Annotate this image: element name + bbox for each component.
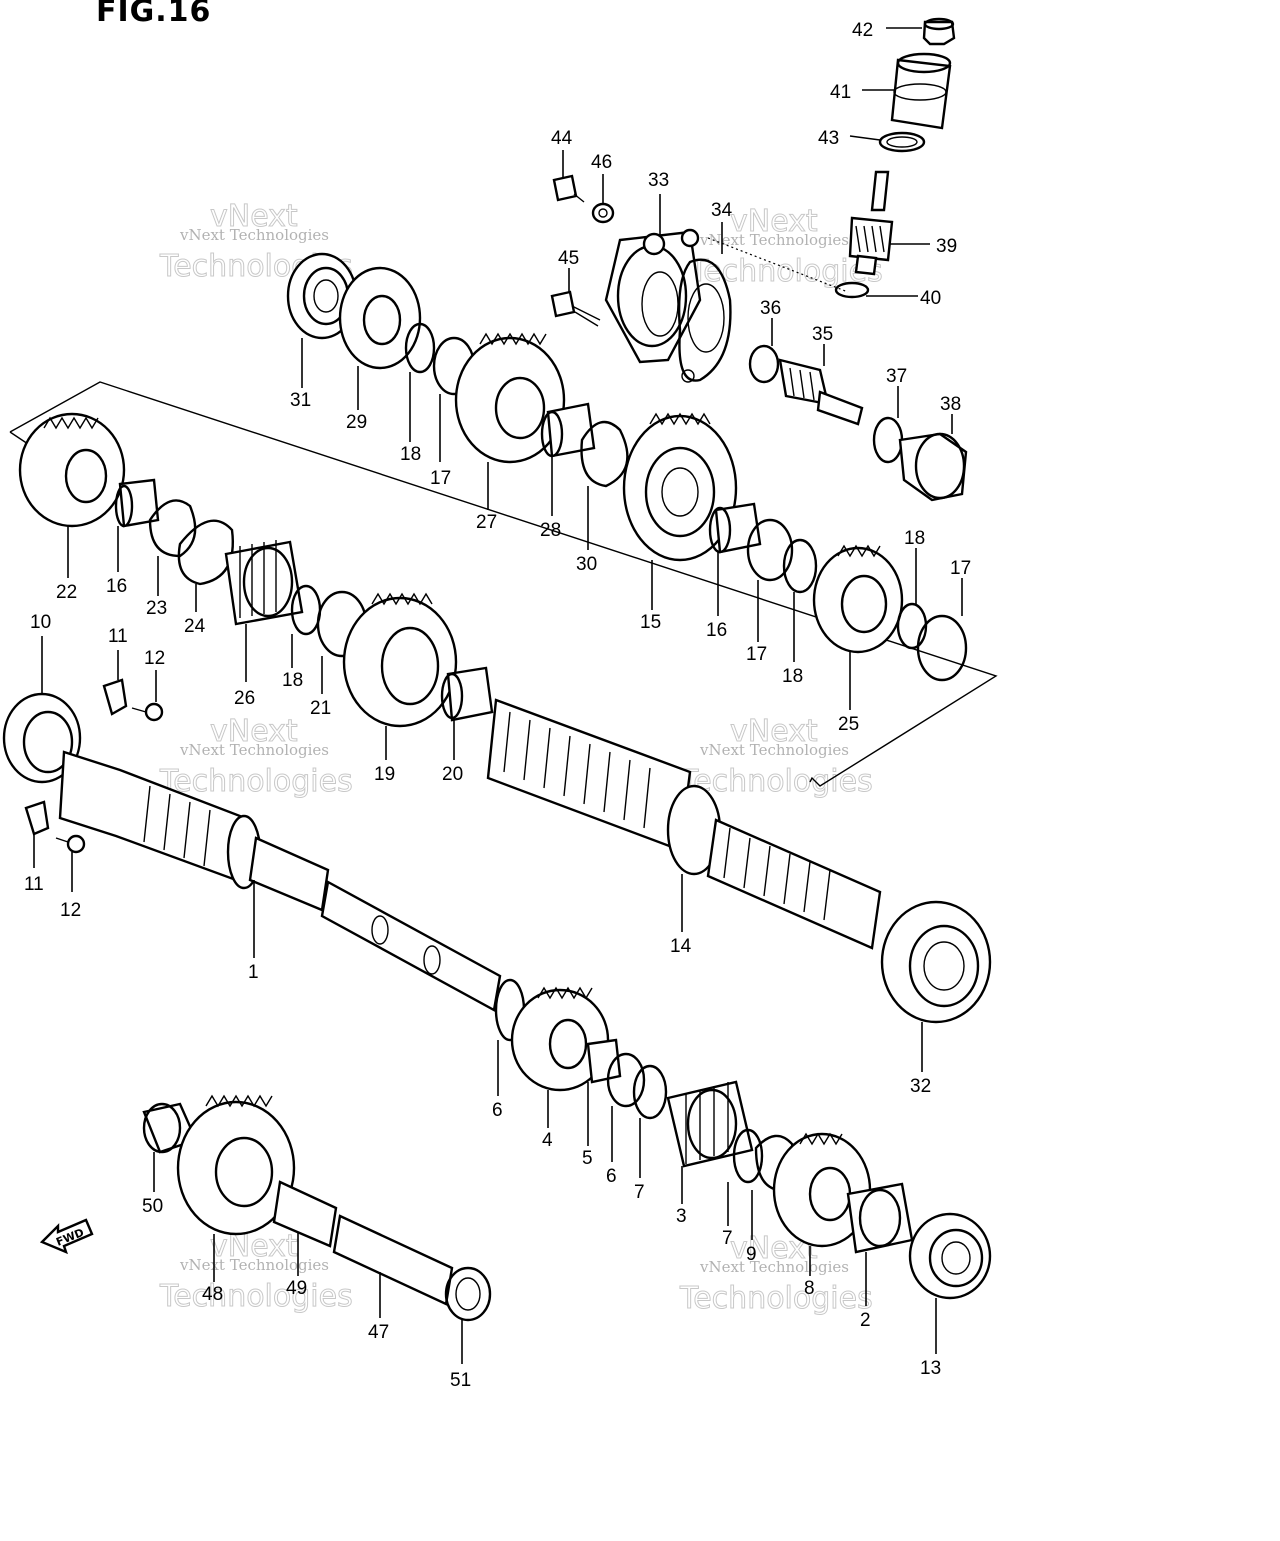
watermark-text: vNext <box>210 714 298 749</box>
callout-label: 3 <box>676 1206 687 1227</box>
callout-label: 16 <box>106 576 127 597</box>
callout-label: 11 <box>108 626 128 647</box>
callout-label: 19 <box>374 764 395 785</box>
watermark-text: Technologies <box>159 1279 353 1314</box>
callout-label: 47 <box>368 1322 389 1343</box>
callout-label: 13 <box>920 1358 941 1379</box>
watermark-text: vNext <box>210 1229 298 1264</box>
callout-label: 12 <box>144 648 165 669</box>
callout-label: 49 <box>286 1278 307 1299</box>
callout-label: 24 <box>184 616 206 637</box>
watermark-text: vNext Technologies <box>179 226 329 244</box>
watermark-text: vNext <box>210 199 298 234</box>
callout-label: 36 <box>760 298 781 319</box>
watermark-text: Technologies <box>679 1281 873 1316</box>
watermark: vNext vNext Technologies Technologies vN… <box>159 199 884 1317</box>
callout-label: 43 <box>818 128 839 149</box>
mainshaft-group <box>2 678 992 1300</box>
callout-label: 32 <box>910 1076 931 1097</box>
leader-lines <box>33 27 963 1364</box>
callout-label: 25 <box>838 714 859 735</box>
watermark-text: vNext Technologies <box>699 231 849 249</box>
callout-label: 17 <box>950 558 971 579</box>
callout-label: 37 <box>886 366 907 387</box>
callout-labels: 42 41 43 44 46 33 34 39 45 40 36 35 37 3… <box>24 20 971 1391</box>
callout-label: 5 <box>582 1148 593 1169</box>
callout-label: 16 <box>706 620 727 641</box>
callout-label: 46 <box>591 152 612 173</box>
callout-label: 1 <box>248 962 259 983</box>
callout-label: 18 <box>282 670 303 691</box>
countershaft-gears <box>18 252 992 1024</box>
callout-label: 18 <box>904 528 925 549</box>
callout-label: 6 <box>492 1100 503 1121</box>
callout-label: 12 <box>60 900 81 921</box>
callout-label: 48 <box>202 1284 223 1305</box>
callout-label: 35 <box>812 324 833 345</box>
watermark-text: vNext Technologies <box>699 741 849 759</box>
callout-label: 11 <box>24 874 44 895</box>
callout-label: 34 <box>711 200 733 221</box>
callout-label: 27 <box>476 512 497 533</box>
callout-label: 40 <box>920 288 941 309</box>
callout-label: 22 <box>56 582 77 603</box>
speedometer-drive-group <box>550 17 968 502</box>
watermark-text: vNext Technologies <box>699 1258 849 1276</box>
callout-label: 17 <box>746 644 767 665</box>
callout-label: 7 <box>634 1182 645 1203</box>
callout-label: 51 <box>450 1370 471 1391</box>
callout-label: 23 <box>146 598 167 619</box>
callout-label: 14 <box>670 936 692 957</box>
watermark-text: vNext <box>730 204 818 239</box>
callout-label: 21 <box>310 698 331 719</box>
callout-label: 28 <box>540 520 561 541</box>
callout-label: 2 <box>860 1310 871 1331</box>
callout-label: 10 <box>30 612 51 633</box>
watermark-text: Technologies <box>159 764 353 799</box>
callout-label: 18 <box>400 444 421 465</box>
callout-label: 9 <box>746 1244 757 1265</box>
callout-label: 45 <box>558 248 579 269</box>
watermark-text: vNext <box>730 714 818 749</box>
callout-label: 44 <box>551 128 573 149</box>
callout-label: 6 <box>606 1166 617 1187</box>
callout-label: 30 <box>576 554 597 575</box>
watermark-text: Technologies <box>679 764 873 799</box>
forward-direction-arrow: FWD <box>39 1218 94 1255</box>
callout-label: 42 <box>852 20 873 41</box>
callout-label: 15 <box>640 612 661 633</box>
callout-label: 18 <box>782 666 803 687</box>
callout-label: 26 <box>234 688 255 709</box>
callout-label: 38 <box>940 394 961 415</box>
callout-label: 31 <box>290 390 311 411</box>
countershaft-group-outline <box>9 381 998 787</box>
callout-label: 41 <box>830 82 851 103</box>
callout-label: 4 <box>542 1130 553 1151</box>
callout-label: 20 <box>442 764 463 785</box>
callout-label: 7 <box>722 1228 733 1249</box>
callout-label: 39 <box>936 236 957 257</box>
callout-label: 29 <box>346 412 367 433</box>
callout-label: 17 <box>430 468 451 489</box>
callout-label: 33 <box>648 170 669 191</box>
figure-title: FIG.16 <box>96 0 212 29</box>
watermark-text: vNext Technologies <box>179 1256 329 1274</box>
watermark-text: vNext Technologies <box>179 741 329 759</box>
callout-label: 8 <box>804 1278 815 1299</box>
idler-group <box>142 1094 492 1322</box>
callout-label: 50 <box>142 1196 163 1217</box>
